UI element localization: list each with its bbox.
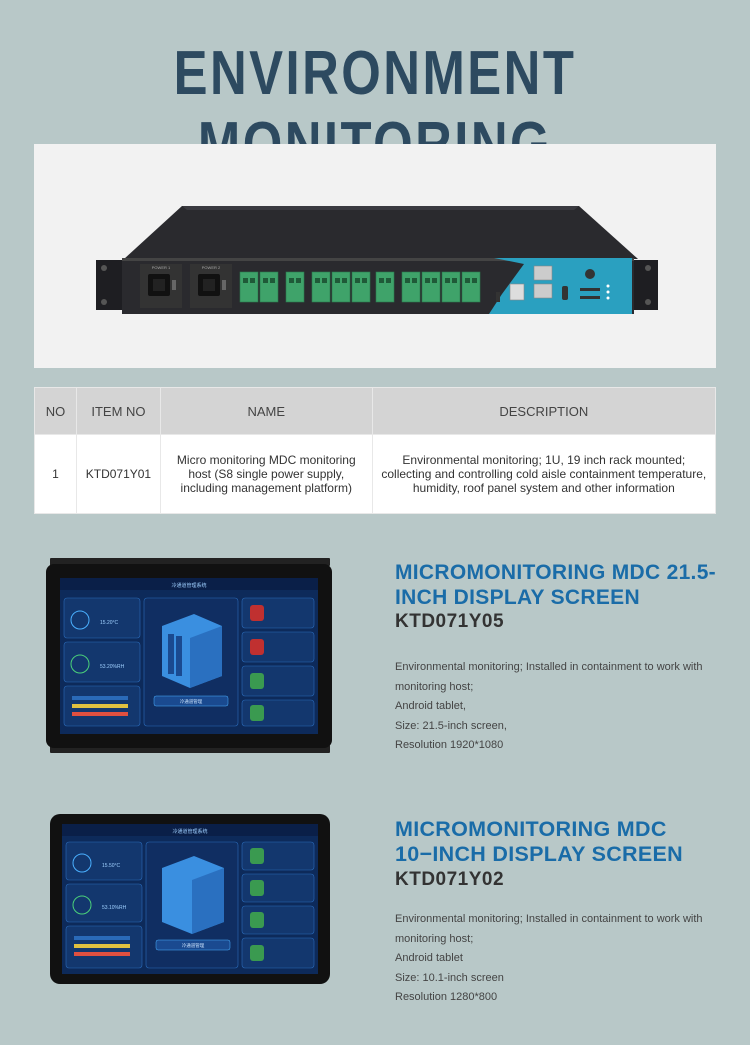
table-row: 1 KTD071Y01 Micro monitoring MDC monitor… <box>34 434 717 514</box>
header-description: DESCRIPTION <box>371 387 717 435</box>
product1-title-line2: INCH DISPLAY SCREEN <box>395 586 640 609</box>
product2-desc-line: Size: 10.1-inch screen <box>395 971 504 984</box>
display-screen-10-image: 冷通道管理系统 15.50°C 53.10%RH 冷通道管理 <box>50 814 330 984</box>
product2-title-line1: MICROMONITORING MDC <box>395 817 667 841</box>
screen2-header: 冷通道管理系统 <box>172 828 207 835</box>
cell-description: Environmental monitoring; 1U, 19 inch ra… <box>371 434 717 514</box>
product2-title-line2: 10−INCH DISPLAY SCREEN <box>395 842 683 866</box>
product2-title: MICROMONITORING MDC 10−INCH DISPLAY SCRE… <box>395 817 683 867</box>
rack-device-image: POWER 1 POWER 2 <box>96 206 658 314</box>
product2-desc-line: Environmental monitoring; Installed in c… <box>395 913 703 925</box>
screen1-humidity: 53.20%RH <box>100 664 125 670</box>
power-label-1: POWER 1 <box>152 265 171 270</box>
screen2-temp: 15.50°C <box>102 863 121 869</box>
screen1-button: 冷通道管理 <box>180 698 203 705</box>
header-no: NO <box>34 387 77 435</box>
screen1-temp: 15.20°C <box>100 620 119 626</box>
product1-desc-line: Resolution 1920*1080 <box>395 739 504 751</box>
product-image-panel: POWER 1 POWER 2 <box>34 144 716 368</box>
screen2-humidity: 53.10%RH <box>102 905 127 911</box>
product1-item-no: KTD071Y05 <box>395 611 505 632</box>
product1-title: MICROMONITORING MDC 21.5- INCH DISPLAY S… <box>395 560 716 610</box>
header-name: NAME <box>159 387 373 435</box>
power-label-2: POWER 2 <box>202 265 221 270</box>
product1-desc-line: Size: 21.5-inch screen, <box>395 719 507 732</box>
cell-item-no: KTD071Y01 <box>75 434 161 514</box>
product2-desc-line: monitoring host; <box>395 932 474 945</box>
display-screen-21-image: 冷通道管理系统 15.20°C 53.20%RH 冷通道管理 <box>46 558 332 753</box>
table-header-row: NO ITEM NO NAME DESCRIPTION <box>34 387 717 435</box>
product1-desc-line: monitoring host; <box>395 680 474 693</box>
product1-desc-line: Android tablet, <box>395 700 466 712</box>
product2-desc-line: Resolution 1280*800 <box>395 991 498 1003</box>
product1-description: Environmental monitoring; Installed in c… <box>395 658 703 756</box>
product1-title-line1: MICROMONITORING MDC 21.5- <box>395 561 716 584</box>
header-item-no: ITEM NO <box>75 387 161 435</box>
spec-table: NO ITEM NO NAME DESCRIPTION 1 KTD071Y01 … <box>34 387 717 514</box>
product2-desc-line: Android tablet <box>395 952 463 964</box>
screen2-button: 冷通道管理 <box>182 942 205 949</box>
cell-no: 1 <box>34 434 77 514</box>
cell-name: Micro monitoring MDC monitoring host (S8… <box>159 434 373 514</box>
product2-description: Environmental monitoring; Installed in c… <box>395 910 703 1008</box>
product1-desc-line: Environmental monitoring; Installed in c… <box>395 661 703 673</box>
screen1-header: 冷通道管理系统 <box>171 582 206 589</box>
product2-item-no: KTD071Y02 <box>395 869 505 890</box>
